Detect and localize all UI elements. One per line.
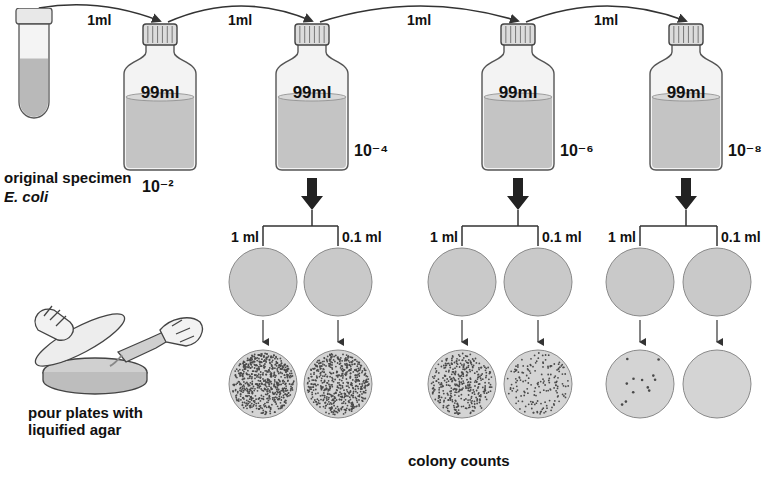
dilution-factor: 10⁻⁸ [728, 142, 762, 160]
transfer-volume: 1ml [226, 12, 254, 28]
pouring-illustration [30, 305, 203, 394]
method-note: pour plates with liquified agar [28, 404, 168, 439]
caption-note: colony counts [408, 452, 510, 469]
volume-plated: 0.1 ml [721, 229, 761, 245]
volume-label: 99ml [667, 84, 706, 103]
dilution-factor: 10⁻² [142, 178, 174, 196]
dilution-bottle: 99ml10⁻⁶ [478, 22, 558, 172]
dilution-factor: 10⁻⁶ [560, 142, 594, 160]
dilution-bottle: 99ml10⁻² [120, 22, 200, 172]
transfer-volume: 1ml [405, 12, 433, 28]
volume-label: 99ml [293, 84, 332, 103]
volume-plated: 0.1 ml [542, 229, 582, 245]
volume-plated: 0.1 ml [342, 229, 382, 245]
transfer-brackets [263, 178, 717, 246]
volume-label: 99ml [141, 84, 180, 103]
volume-plated: 1 ml [430, 229, 458, 245]
tube-outline [10, 8, 58, 120]
dilution-factor: 10⁻⁴ [354, 142, 388, 160]
dilution-bottle: 99ml10⁻⁸ [646, 22, 726, 172]
specimen-label: original specimen [4, 170, 132, 187]
petri-plates [229, 248, 751, 418]
volume-label: 99ml [499, 84, 538, 103]
transfer-volume: 1ml [85, 12, 113, 28]
specimen-tube: original specimenE. coli [10, 8, 58, 120]
volume-plated: 1 ml [231, 229, 259, 245]
transfer-volume: 1ml [592, 12, 620, 28]
organism-name: E. coli [4, 189, 48, 206]
dilution-bottle: 99ml10⁻⁴ [272, 22, 352, 172]
volume-plated: 1 ml [608, 229, 636, 245]
